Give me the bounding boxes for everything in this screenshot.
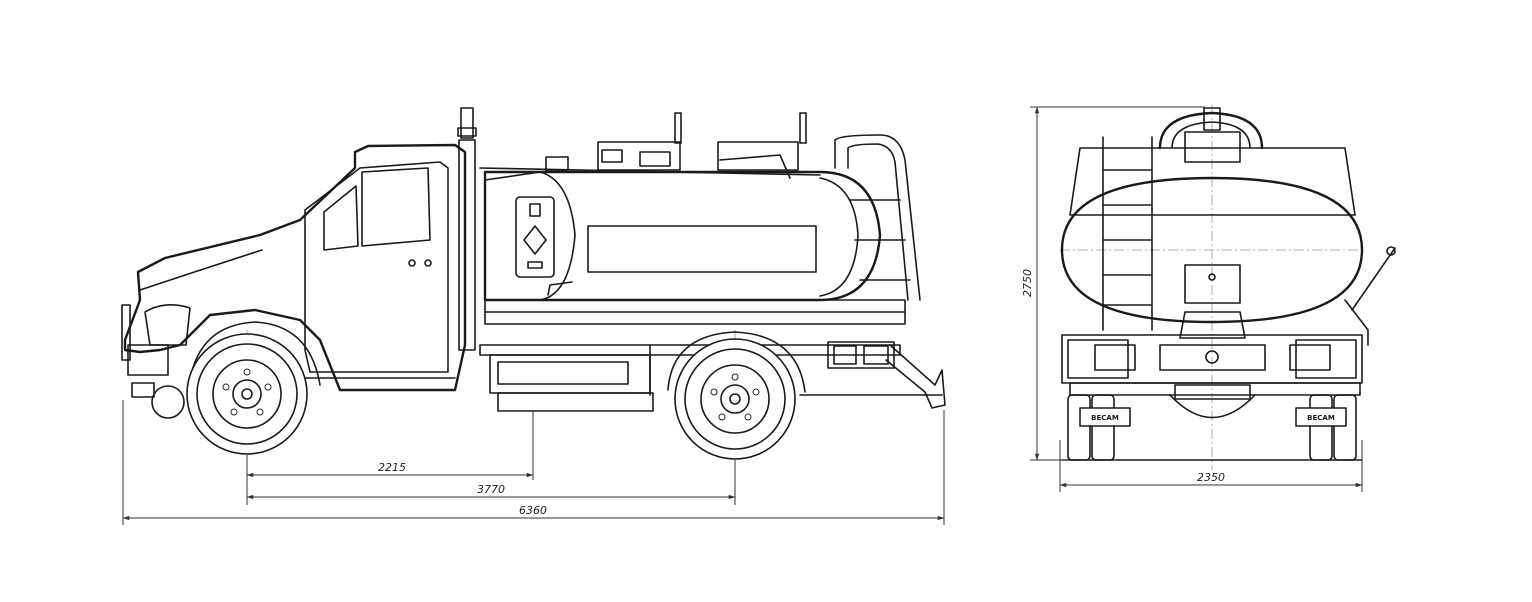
rear-wheel [667,331,806,460]
mudflap-logo-right: ВЕСАМ [1307,414,1335,422]
rear-ladder-front [1102,136,1153,331]
tank-label-strip [587,225,817,273]
rear-wheels-left: ВЕСАМ [1067,394,1131,461]
mudflap-logo-left: ВЕСАМ [1091,414,1119,422]
dim-label-3770: 3770 [477,483,505,496]
dim-label-6360: 6360 [519,504,547,517]
chassis-frame [479,299,946,412]
side-view-truck [121,107,946,505]
rear-wheels-right: ВЕСАМ [1295,394,1357,461]
dim-label-2750: 2750 [1021,269,1034,297]
cab-window [361,167,431,247]
rear-view-truck: ВЕСАМ ВЕСАМ [1060,105,1396,470]
truck-cab [121,107,477,419]
rear-ladder [834,134,921,301]
fuel-tank [479,112,921,302]
hazard-placard [515,196,555,278]
front-wheel [186,321,321,455]
rear-tank-shell [1060,176,1364,324]
side-view-dimensions: 2215 3770 6360 [122,400,945,525]
dim-label-2350: 2350 [1197,471,1225,484]
hazard-diamond-icon [523,225,547,255]
cab-vent-window [323,185,359,251]
rear-view-dimensions: 2750 2350 [1021,106,1363,492]
dim-label-2215: 2215 [378,461,406,474]
